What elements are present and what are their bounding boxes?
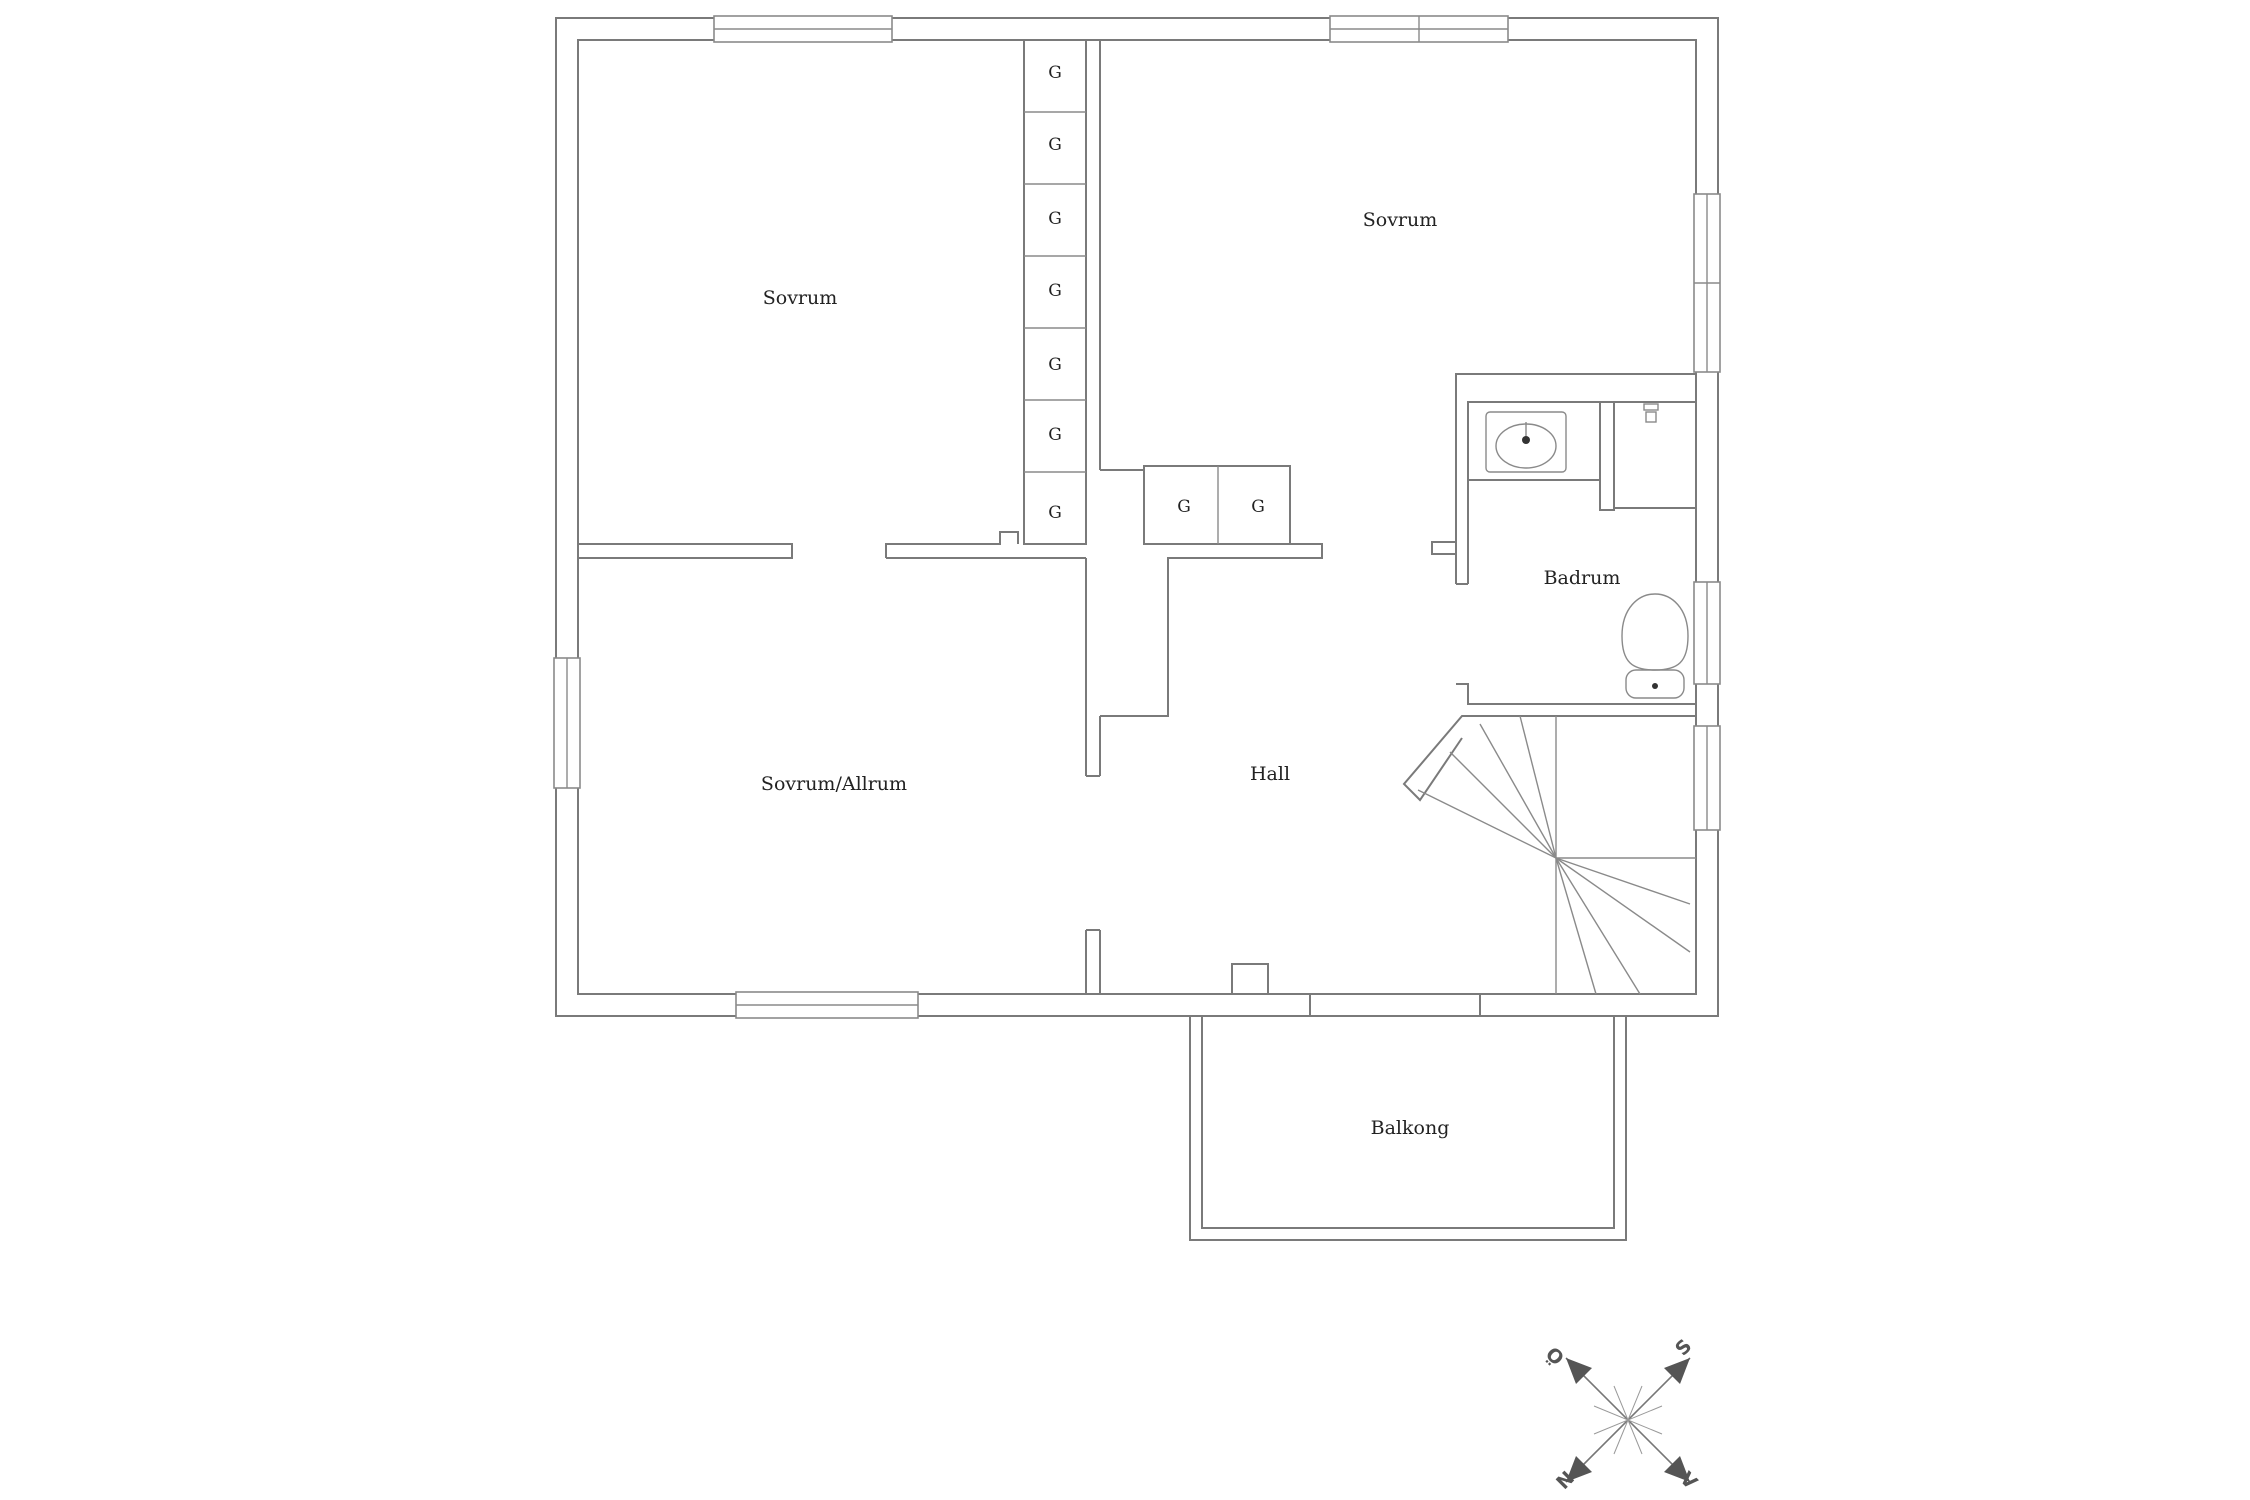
- compass-arrow-icon: [1664, 1456, 1690, 1482]
- room-label-badrum: Badrum: [1544, 567, 1621, 589]
- room-label-sovrum-left: Sovrum: [763, 287, 838, 309]
- wardrobe-label: G: [1048, 281, 1062, 301]
- compass-arrow-icon: [1566, 1456, 1592, 1482]
- compass-label-s: S: [1671, 1335, 1696, 1360]
- compass-label-o: Ö: [1541, 1342, 1569, 1370]
- outer-walls: [555, 17, 1719, 1017]
- wardrobe-label: G: [1048, 425, 1062, 445]
- wardrobe-label: G: [1048, 355, 1062, 375]
- room-label-balkong: Balkong: [1371, 1117, 1450, 1139]
- wardrobe-label: G: [1048, 209, 1062, 229]
- toilet: [1621, 593, 1689, 699]
- interior-walls: [578, 40, 1696, 1016]
- wardrobe-label: G: [1048, 135, 1062, 155]
- compass-arrow-icon: [1566, 1358, 1592, 1384]
- room-label-sovrum-right: Sovrum: [1363, 209, 1438, 231]
- compass-rose: Ö S N V: [1541, 1335, 1702, 1494]
- windows: [553, 15, 1721, 1019]
- wardrobe-label: G: [1048, 503, 1062, 523]
- wardrobe-label: G: [1251, 497, 1265, 517]
- wardrobe-label: G: [1177, 497, 1191, 517]
- balcony: [1189, 1016, 1627, 1241]
- wardrobe-label: G: [1048, 63, 1062, 83]
- room-label-sovrum-allrum: Sovrum/Allrum: [761, 773, 907, 795]
- faucet-icon: [1643, 403, 1659, 423]
- wardrobes: [1023, 39, 1291, 545]
- room-label-hall: Hall: [1250, 763, 1290, 785]
- compass-arrow-icon: [1664, 1358, 1690, 1384]
- stairs: [1402, 715, 1696, 995]
- compass-lines-icon: [1565, 1357, 1691, 1483]
- sink: [1485, 411, 1567, 473]
